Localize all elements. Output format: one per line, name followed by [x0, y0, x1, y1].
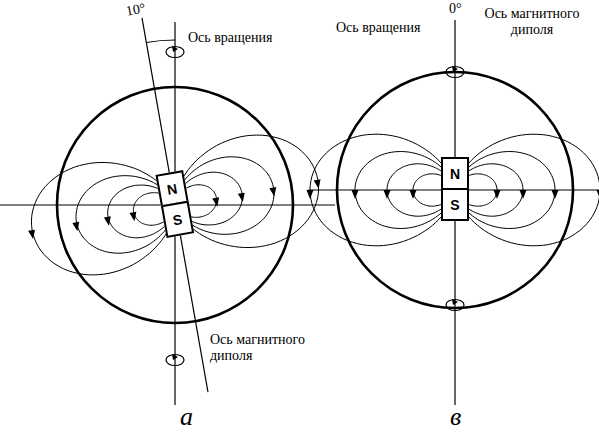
field-arrow: [104, 216, 111, 225]
field-arrow: [212, 197, 219, 206]
field-line: [459, 134, 599, 246]
field-arrow: [410, 190, 417, 199]
field-arrow: [314, 179, 321, 188]
field-arrow: [552, 190, 559, 199]
pole-letter: S: [172, 211, 184, 228]
pole-letter: N: [450, 166, 460, 182]
angle-label: 10°: [123, 0, 149, 20]
rotation-arrow: [172, 354, 178, 360]
rotation-arrow: [452, 66, 458, 72]
field-arrow: [352, 190, 359, 199]
axis-label: Ось магнитного диполя: [208, 332, 324, 364]
rotation-symbol: [166, 355, 184, 366]
axis-label: Ось вращения: [334, 20, 422, 36]
rotation-arrow: [452, 299, 458, 305]
field-arrow: [238, 193, 245, 202]
bar-magnet: NS: [441, 157, 469, 223]
field-arrow: [307, 190, 314, 199]
field-arrow: [28, 230, 35, 239]
field-line: [355, 152, 450, 229]
panel-letter: а: [178, 402, 195, 432]
angle-arc: [146, 40, 175, 43]
field-arrow: [520, 190, 527, 199]
field-arrow: [494, 190, 501, 199]
field-arrow: [597, 190, 599, 199]
magnet-pole: S: [441, 188, 469, 221]
rotation-symbol: [446, 300, 464, 311]
planet-outline: [337, 72, 573, 308]
panel-letter: в: [448, 402, 463, 432]
field-line: [177, 135, 319, 247]
field-arrow: [129, 212, 136, 221]
axis-label: Ось вращения: [186, 30, 274, 46]
magnet-pole: N: [441, 157, 469, 190]
planet-outline: [57, 87, 293, 323]
field-line: [32, 163, 174, 275]
pole-letter: N: [166, 180, 179, 198]
field-line: [460, 152, 555, 229]
pole-letter: S: [450, 197, 459, 213]
field-arrow: [269, 187, 276, 196]
field-line: [387, 164, 449, 216]
rotation-symbol: [166, 47, 184, 58]
dipole-axis: [142, 18, 208, 392]
field-arrow: [72, 222, 79, 231]
field-line: [461, 164, 523, 216]
angle-label: 0°: [447, 1, 464, 17]
field-arrow: [384, 190, 391, 199]
rotation-symbol: [446, 67, 464, 78]
axis-label: Ось магнитного диполя: [468, 6, 596, 38]
field-line: [310, 134, 451, 246]
rotation-arrow: [172, 46, 178, 52]
magnet-pole: S: [161, 201, 194, 238]
